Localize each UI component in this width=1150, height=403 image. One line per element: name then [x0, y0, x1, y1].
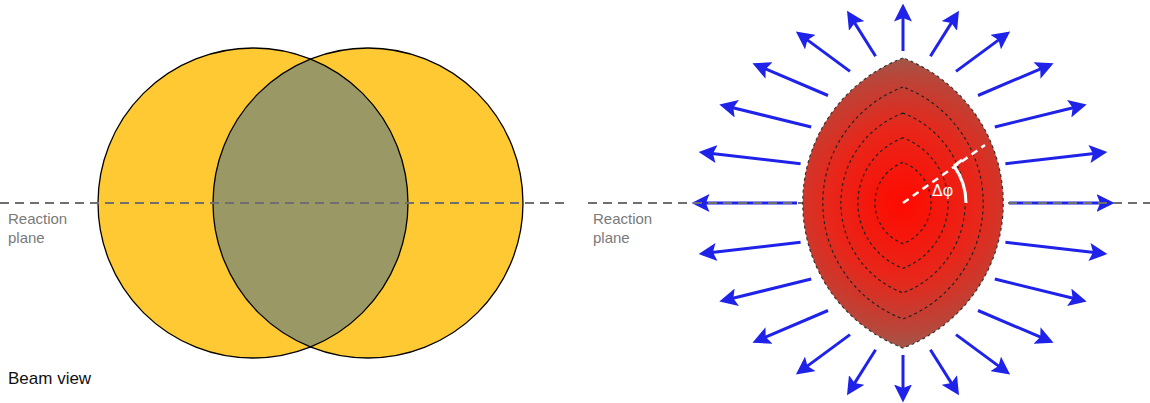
- density-contours: [823, 87, 983, 319]
- flow-arrow: [995, 279, 1083, 301]
- reaction-plane-line: [0, 202, 565, 204]
- flow-arrow: [703, 242, 801, 253]
- flow-arrow: [930, 350, 956, 392]
- flow-arrow: [800, 335, 851, 372]
- flow-arrow: [757, 65, 828, 95]
- plane-label: Reaction plane: [8, 209, 88, 247]
- flow-arrow: [724, 279, 812, 301]
- flow-arrow: [978, 65, 1049, 95]
- view-caption: Beam view: [8, 369, 208, 388]
- flow-arrow: [800, 34, 851, 71]
- flow-arrow: [849, 350, 875, 392]
- flow-arrow: [849, 15, 875, 57]
- flow-arrow: [703, 153, 801, 164]
- plane-label: Reaction plane: [593, 209, 673, 247]
- flow-arrow: [956, 34, 1007, 71]
- flow-arrow: [757, 311, 828, 341]
- angle-arc: [954, 166, 966, 203]
- flow-arrow: [902, 8, 905, 51]
- flow-arrow: [978, 311, 1049, 341]
- angle-arc-tick: [954, 160, 962, 166]
- flow-arrow: [995, 106, 1083, 128]
- flow-arrow: [930, 15, 956, 57]
- flow-arrow: [902, 355, 905, 398]
- angle-label: Δφ: [932, 181, 972, 200]
- fireball: [803, 58, 1003, 348]
- flow-arrow: [1005, 153, 1103, 164]
- flow-arrow: [1005, 242, 1103, 253]
- angle-ray: [903, 145, 985, 203]
- flow-arrow: [956, 335, 1007, 372]
- flow-arrow: [724, 106, 812, 128]
